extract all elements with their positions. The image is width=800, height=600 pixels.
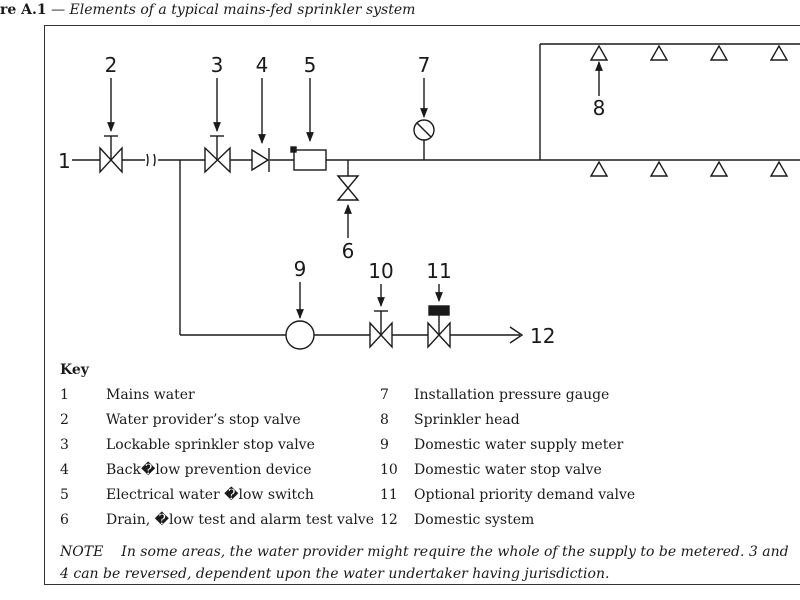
- sprinkler-head: [769, 160, 789, 177]
- key-text: Optional priority demand valve: [414, 487, 636, 503]
- key-text: Mains water: [106, 387, 195, 403]
- key-item: 8 Sprinkler head: [380, 410, 635, 435]
- domestic-stop-valve: [369, 310, 393, 349]
- sprinkler-head: [709, 44, 729, 61]
- electrical-flow-switch: [290, 146, 327, 171]
- label-11: 11: [426, 259, 451, 283]
- key-text: Water provider’s stop valve: [106, 412, 301, 428]
- key-item: 6 Drain, �low test and alarm test valve: [60, 510, 374, 535]
- sprinkler-head: [589, 44, 609, 61]
- sprinkler-head: [709, 160, 729, 177]
- key-item: 9 Domestic water supply meter: [380, 435, 635, 460]
- key-item: 1 Mains water: [60, 385, 374, 410]
- leader-arrows: [107, 61, 603, 319]
- key-number: 5: [60, 487, 69, 503]
- lockable-sprinkler-stop-valve: [204, 135, 231, 174]
- drain-test-valve: [336, 175, 360, 201]
- key-item: 11 Optional priority demand valve: [380, 485, 635, 510]
- key-number: 3: [60, 437, 69, 453]
- key-item: 5 Electrical water �low switch: [60, 485, 374, 510]
- figure-number: re A.1: [0, 2, 47, 18]
- label-5: 5: [304, 53, 317, 77]
- backflow-prevention-device: [251, 148, 270, 172]
- sprinkler-head: [589, 160, 609, 177]
- figure-title: re A.1 — Elements of a typical mains-fed…: [0, 2, 415, 18]
- key-number: 6: [60, 512, 69, 528]
- label-2: 2: [105, 53, 118, 77]
- domestic-water-meter: [285, 320, 315, 350]
- label-10: 10: [368, 259, 393, 283]
- key-number: 10: [380, 462, 398, 478]
- key-item: 10 Domestic water stop valve: [380, 460, 635, 485]
- sprinkler-head: [769, 44, 789, 61]
- label-3: 3: [211, 53, 224, 77]
- note-text: In some areas, the water provider might …: [60, 544, 789, 582]
- figure-caption: — Elements of a typical mains-fed sprink…: [46, 2, 416, 18]
- key-text: Sprinkler head: [414, 412, 520, 428]
- key-number: 8: [380, 412, 389, 428]
- label-12: 12: [530, 324, 555, 348]
- pipe-break-symbol: [146, 153, 156, 167]
- key-heading: Key: [60, 362, 89, 378]
- sprinkler-head: [649, 160, 669, 177]
- note-label: NOTE: [60, 544, 104, 560]
- key-item: 2 Water provider’s stop valve: [60, 410, 374, 435]
- priority-demand-valve: [427, 305, 451, 349]
- key-number: 1: [60, 387, 69, 403]
- label-7: 7: [418, 53, 431, 77]
- pressure-gauge: [413, 119, 435, 141]
- key-text: Drain, �low test and alarm test valve: [106, 512, 374, 528]
- key-left-column: 1 Mains water 2 Water provider’s stop valv…: [60, 385, 374, 535]
- key-number: 4: [60, 462, 69, 478]
- sprinkler-head: [649, 44, 669, 61]
- label-4: 4: [256, 53, 269, 77]
- key-text: Lockable sprinkler stop valve: [106, 437, 315, 453]
- diagram-labels: 1 2 3 4 5 7 8 6 9 10 11 12: [58, 53, 605, 348]
- key-text: Domestic system: [414, 512, 535, 528]
- key-text: Installation pressure gauge: [414, 387, 610, 403]
- label-9: 9: [294, 257, 307, 281]
- label-1: 1: [58, 149, 71, 173]
- key-number: 7: [380, 387, 389, 403]
- key-text: Back�low prevention device: [106, 462, 312, 478]
- key-text: Electrical water �low switch: [106, 487, 314, 503]
- key-item: 7 Installation pressure gauge: [380, 385, 635, 410]
- sprinkler-heads: [589, 44, 789, 177]
- label-6: 6: [342, 239, 355, 263]
- water-provider-stop-valve: [99, 135, 123, 174]
- key-item: 4 Back�low prevention device: [60, 460, 374, 485]
- domestic-branch-pipe: [179, 160, 524, 344]
- sprinkler-range-pipes: [539, 43, 800, 161]
- key-number: 11: [380, 487, 398, 503]
- key-text: Domestic water supply meter: [414, 437, 624, 453]
- key-number: 12: [380, 512, 398, 528]
- key-item: 3 Lockable sprinkler stop valve: [60, 435, 374, 460]
- key-right-column: 7 Installation pressure gauge 8 Sprinkler …: [380, 385, 635, 535]
- key-item: 12 Domestic system: [380, 510, 635, 535]
- key-number: 9: [380, 437, 389, 453]
- key-number: 2: [60, 412, 69, 428]
- label-8: 8: [593, 96, 606, 120]
- figure-frame: [44, 25, 800, 585]
- key-text: Domestic water stop valve: [414, 462, 602, 478]
